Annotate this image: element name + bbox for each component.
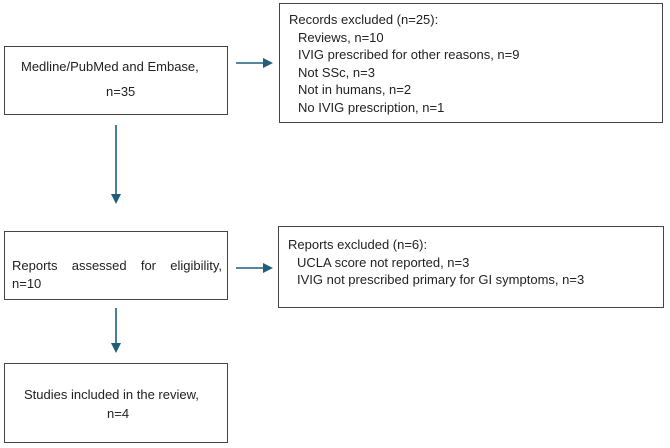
reports-excluded-item: IVIG not prescribed primary for GI sympt… xyxy=(297,272,585,288)
records-excluded-item: Not SSc, n=3 xyxy=(298,64,375,80)
assessed-label-text: Reports assessed for eligibility, xyxy=(12,258,222,273)
records-excluded-title: Records excluded (n=25): xyxy=(289,12,439,27)
identification-count-text: n=35 xyxy=(106,84,136,99)
included-box: Studies included in the review, n=4 xyxy=(4,363,228,443)
identification-source-text: Medline/PubMed and Embase, xyxy=(21,59,199,74)
included-count-text: n=4 xyxy=(107,406,130,421)
records-excluded-item: Not in humans, n=2 xyxy=(298,82,412,98)
assessed-box: Reports assessed for eligibility, n=10 xyxy=(4,231,228,300)
reports-excluded-box: Reports excluded (n=6): UCLA score not r… xyxy=(278,226,664,308)
identification-box: Medline/PubMed and Embase, n=35 xyxy=(4,46,228,115)
assessed-count-text: n=10 xyxy=(12,276,42,291)
records-excluded-item: IVIG prescribed for other reasons, n=9 xyxy=(298,47,520,63)
records-excluded-item: No IVIG prescription, n=1 xyxy=(298,99,445,115)
records-excluded-box: Records excluded (n=25): Reviews, n=10 I… xyxy=(279,3,663,123)
included-label-text: Studies included in the review, xyxy=(24,387,199,402)
reports-excluded-item: UCLA score not reported, n=3 xyxy=(297,254,470,270)
records-excluded-item: Reviews, n=10 xyxy=(298,29,384,45)
reports-excluded-title: Reports excluded (n=6): xyxy=(288,237,428,252)
